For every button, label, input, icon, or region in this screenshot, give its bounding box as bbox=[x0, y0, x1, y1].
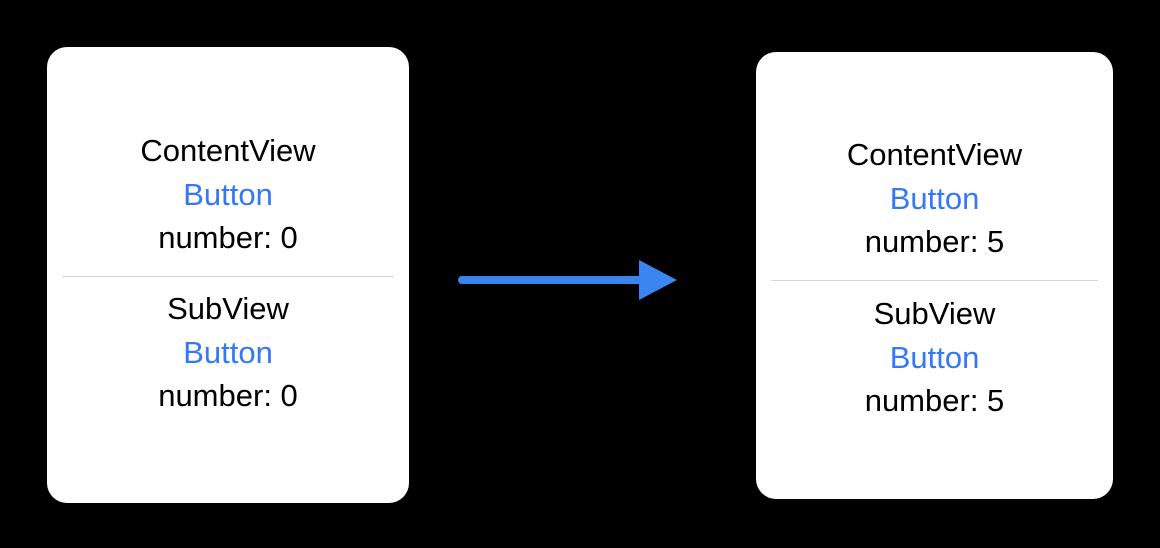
content-view-section: ContentView Button number: 5 bbox=[756, 133, 1113, 264]
sub-view-section: SubView Button number: 5 bbox=[756, 292, 1113, 423]
section-divider bbox=[771, 280, 1098, 281]
content-view-number: number: 0 bbox=[158, 220, 298, 255]
right-arrow-icon bbox=[458, 260, 677, 300]
content-view-button[interactable]: Button bbox=[183, 176, 273, 212]
before-screen-card: ContentView Button number: 0 SubView But… bbox=[47, 47, 409, 503]
content-view-section: ContentView Button number: 0 bbox=[47, 129, 409, 260]
sub-view-number: number: 0 bbox=[158, 378, 298, 413]
section-divider bbox=[62, 276, 394, 277]
sub-view-button[interactable]: Button bbox=[183, 334, 273, 370]
content-view-title: ContentView bbox=[846, 137, 1023, 172]
sub-view-number: number: 5 bbox=[864, 383, 1005, 418]
sub-view-button[interactable]: Button bbox=[889, 339, 980, 375]
sub-view-title: SubView bbox=[873, 296, 996, 331]
content-view-number: number: 5 bbox=[864, 224, 1005, 259]
content-view-button[interactable]: Button bbox=[889, 180, 980, 216]
after-screen-card: ContentView Button number: 5 SubView But… bbox=[756, 52, 1113, 499]
sub-view-title: SubView bbox=[167, 291, 289, 326]
content-view-title: ContentView bbox=[140, 133, 316, 168]
sub-view-section: SubView Button number: 0 bbox=[47, 287, 409, 418]
